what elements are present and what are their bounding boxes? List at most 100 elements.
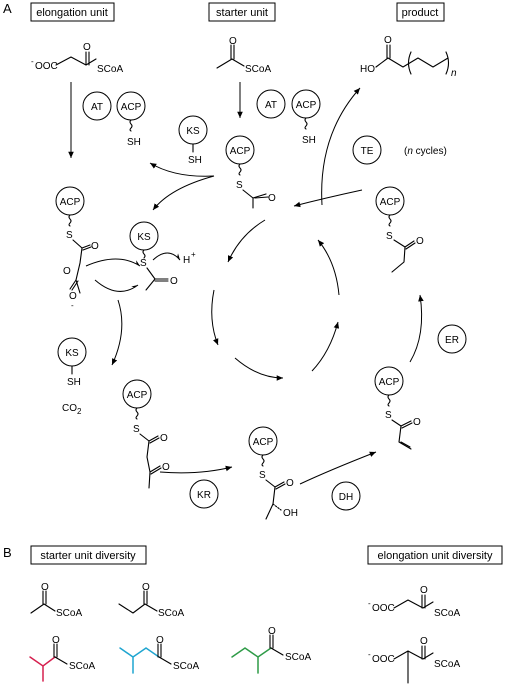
- sulfur-label: S: [259, 470, 266, 481]
- scoa-label: SCoA: [158, 608, 184, 619]
- acp-label: ACP: [127, 390, 148, 401]
- scoa-label: SCoA: [434, 659, 460, 670]
- header-product-label: product: [402, 7, 439, 19]
- header-elongation-unit: elongation unit: [30, 2, 115, 22]
- oxygen-label: O: [162, 462, 170, 473]
- ks-acetyl-thioester: KS S O H +: [129, 221, 196, 291]
- scoa-label: SCoA: [97, 64, 123, 75]
- header-product: product: [396, 2, 445, 22]
- proton-charge: +: [191, 250, 196, 259]
- ks-label: KS: [186, 126, 200, 137]
- oxygen-label: O: [268, 626, 276, 637]
- acp-label: ACP: [60, 197, 81, 208]
- ks-label: KS: [137, 232, 151, 243]
- header-elongation-label: elongation unit: [36, 7, 108, 19]
- sulfur-label: S: [133, 424, 140, 435]
- starter-methylbutyryl-coa: O SCoA: [231, 626, 311, 674]
- elongation-methylmalonyl-coa: - OOC O SCoA: [368, 636, 460, 684]
- oxygen-label: O: [384, 35, 392, 46]
- header-starter-unit: starter unit: [208, 2, 276, 22]
- oxygen-label: O: [156, 635, 164, 646]
- er-label: ER: [445, 335, 459, 346]
- butyryl-acp: ACP S O: [375, 186, 424, 273]
- scoa-label: SCoA: [56, 608, 82, 619]
- starter-isovaleryl-coa: O SCoA: [119, 635, 199, 674]
- n-cycles-label: (n cycles): [404, 146, 447, 157]
- oxygen-label: O: [63, 266, 71, 277]
- sulfur-label: S: [385, 410, 392, 421]
- hydroxyl-label: OH: [283, 508, 298, 519]
- oxygen-label: O: [420, 585, 428, 596]
- scoa-label: SCoA: [69, 661, 95, 672]
- at-label: AT: [91, 102, 103, 113]
- co2-label: CO2: [62, 403, 82, 416]
- charge-minus: -: [31, 57, 34, 66]
- malonyl-acp: ACP S O O O -: [55, 186, 99, 310]
- reaction-arrows: [111, 87, 424, 485]
- sulfur-label: S: [236, 180, 243, 191]
- central-cycle-arrows: [211, 219, 340, 381]
- sh-label: SH: [302, 135, 316, 146]
- oxygen-label: O: [52, 635, 60, 646]
- te-enzyme: TE: [352, 135, 382, 165]
- crotonyl-acp: ACP S O: [374, 366, 421, 450]
- sulfur-label: S: [140, 258, 147, 269]
- oxygen-label: O: [142, 582, 150, 593]
- starter-propionyl-coa: O SCoA: [118, 582, 184, 619]
- scoa-label: SCoA: [245, 64, 271, 75]
- scoa-label: SCoA: [173, 661, 199, 672]
- at-acp-left: AT ACP SH: [82, 91, 146, 148]
- acp-label: ACP: [230, 146, 251, 157]
- oxygen-label: O: [229, 36, 237, 47]
- ks-sh-lower: KS SH CO2: [57, 337, 87, 416]
- ooc-label: OOC: [35, 61, 58, 72]
- hydroxybutyryl-acp: ACP S O OH: [248, 426, 298, 520]
- at-label: AT: [265, 100, 277, 111]
- charge-minus: -: [71, 301, 74, 310]
- proton-label: H: [183, 255, 190, 266]
- panel-b-letter: B: [3, 545, 12, 560]
- header-starter-label: starter unit: [216, 7, 268, 19]
- oxygen-label: O: [420, 636, 428, 647]
- acetoacetyl-acp: ACP S O O: [122, 379, 170, 489]
- acetyl-acp: ACP S O: [225, 135, 276, 209]
- kr-label: KR: [197, 490, 211, 501]
- scoa-label: SCoA: [285, 652, 311, 663]
- ooc-label: OOC: [372, 654, 395, 665]
- acp-label: ACP: [380, 197, 401, 208]
- ks-sh-top: KS SH: [178, 115, 208, 166]
- oxygen-label: O: [413, 417, 421, 428]
- oxygen-label: O: [83, 42, 91, 53]
- oxygen-label: O: [286, 478, 294, 489]
- malonyl-coa-structure: - OOC O SCoA: [31, 42, 123, 75]
- scoa-label: SCoA: [434, 608, 460, 619]
- starter-isobutyryl-coa: O SCoA: [29, 635, 95, 682]
- sh-label: SH: [188, 155, 202, 166]
- acp-label: ACP: [296, 100, 317, 111]
- charge-minus: -: [368, 650, 371, 659]
- oxygen-label: O: [160, 433, 168, 444]
- oxygen-label: O: [416, 236, 424, 247]
- er-enzyme: ER: [437, 324, 467, 354]
- n-subscript: n: [451, 68, 457, 79]
- ho-label: HO: [360, 64, 375, 75]
- oxygen-label: O: [268, 193, 276, 204]
- sh-label: SH: [67, 377, 81, 388]
- ooc-label: OOC: [372, 603, 395, 614]
- acp-label: ACP: [253, 437, 274, 448]
- elongation-malonyl-coa: - OOC O SCoA: [368, 585, 460, 619]
- sulfur-label: S: [386, 231, 393, 242]
- ks-label: KS: [65, 348, 79, 359]
- kr-enzyme: KR: [189, 479, 219, 509]
- header-starter-diversity: starter unit diversity: [30, 545, 147, 565]
- oxygen-label: O: [41, 582, 49, 593]
- header-elongation-diversity: elongation unit diversity: [367, 545, 503, 565]
- charge-minus: -: [368, 599, 371, 608]
- oxygen-anion-label: O: [69, 291, 77, 302]
- dh-label: DH: [339, 492, 353, 503]
- acp-label: ACP: [379, 377, 400, 388]
- te-label: TE: [361, 146, 374, 157]
- dh-enzyme: DH: [331, 481, 361, 511]
- elongation-diversity-label: elongation unit diversity: [378, 550, 493, 562]
